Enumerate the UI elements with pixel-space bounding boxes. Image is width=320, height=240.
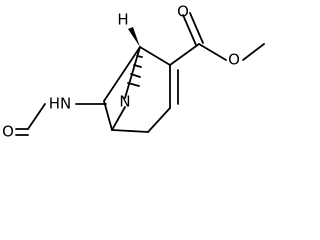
atom-o-formyl: O xyxy=(2,123,14,141)
atom-n-bridge: N xyxy=(119,93,130,111)
atom-h-stereo: H xyxy=(117,11,128,29)
bond-ring-lower-right xyxy=(147,107,171,133)
bond-bridge-upper xyxy=(124,46,141,99)
bond-ring-bottom xyxy=(111,129,149,133)
stereo-hash-bond xyxy=(127,55,143,87)
bond-alkene-c-to-bridgehead xyxy=(139,46,171,66)
molecule-diagram: O O H HN O N xyxy=(2,3,265,141)
bond-ring-left-lower xyxy=(103,100,113,131)
bond-ester-c-to-alkene-c xyxy=(169,43,200,66)
structure-canvas: O O H HN O N xyxy=(2,2,265,141)
stereo-wedge-h xyxy=(128,27,140,47)
bond-bridge-lower xyxy=(111,106,126,131)
atom-o-ester: O xyxy=(228,51,240,69)
atom-o-carbonyl: O xyxy=(177,3,189,21)
bond-nh-formyl-c xyxy=(27,103,46,130)
bond-o-methyl xyxy=(242,43,265,61)
bond-c-o-carbonyl-1 xyxy=(182,14,197,46)
bond-ring-left-upper xyxy=(103,46,141,102)
bond-c-o-ester xyxy=(198,43,227,61)
bond-c-o-carbonyl-2 xyxy=(189,12,204,44)
atom-nh-formamide: HN xyxy=(49,95,72,113)
